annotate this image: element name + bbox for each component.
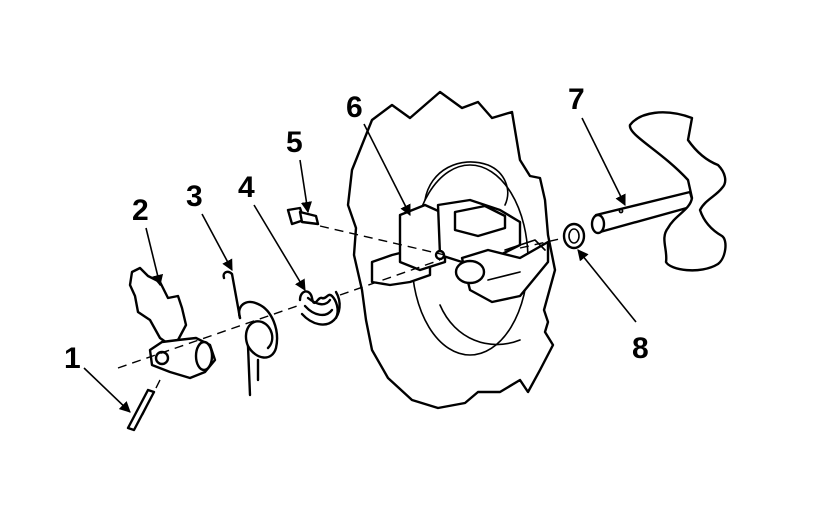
callout-1: 1 — [64, 342, 81, 375]
screw — [286, 206, 320, 226]
callout-3: 3 — [186, 180, 203, 213]
cam-lever — [128, 266, 217, 380]
leader-lines — [83, 117, 637, 413]
callout-5: 5 — [286, 126, 303, 159]
alignment-lines — [117, 225, 565, 421]
shaft-with-handle — [590, 111, 727, 272]
callout-2: 2 — [132, 194, 149, 227]
callout-8: 8 — [632, 332, 649, 365]
pin — [126, 388, 156, 432]
callout-7: 7 — [568, 83, 585, 116]
callout-6: 6 — [346, 91, 363, 124]
retaining-ring — [562, 222, 586, 250]
callout-4: 4 — [238, 171, 255, 204]
callout-labels: 1 2 3 4 5 6 7 8 — [64, 83, 649, 375]
coil-spring-small — [298, 290, 341, 326]
torsion-spring — [222, 270, 279, 397]
